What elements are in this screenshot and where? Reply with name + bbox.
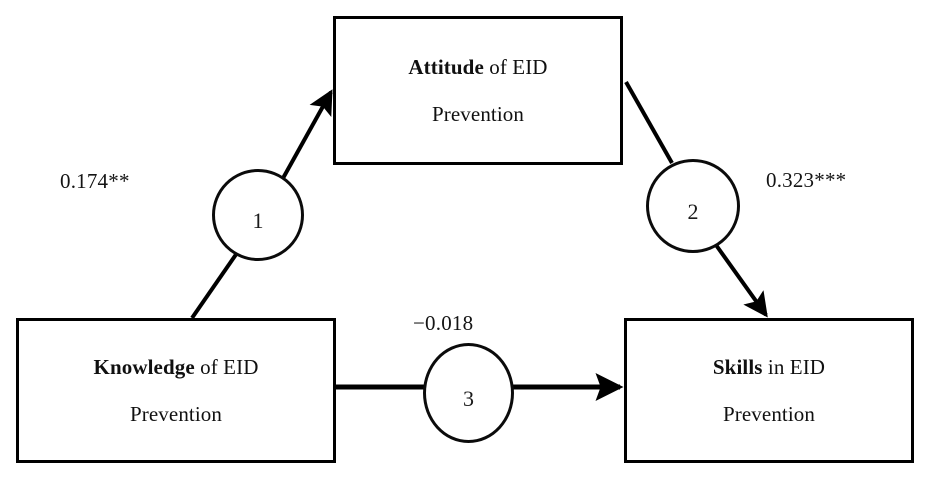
knowledge-node[interactable]: Knowledge of EID Prevention [16,318,336,463]
skills-node-line1: Skills in EID [712,354,826,379]
skills-node[interactable]: Skills in EID Prevention [624,318,914,463]
attitude-node-label-bold: Attitude [408,54,484,79]
path-marker-3-label: 3 [463,386,474,411]
path-marker-2-label: 2 [687,199,699,224]
path-marker-2[interactable]: 2 [646,159,740,253]
attitude-node-line1: Attitude of EID [408,54,548,79]
attitude-node[interactable]: Attitude of EID Prevention [333,16,623,165]
attitude-node-label-rest: of EID [483,54,548,79]
path3-coefficient: −0.018 [413,311,474,335]
knowledge-node-label-bold: Knowledge [93,354,195,379]
skills-node-label-rest: in EID [762,354,826,379]
path2-coefficient: 0.323*** [766,168,847,192]
path-marker-3[interactable]: 3 [423,343,514,443]
knowledge-node-line1: Knowledge of EID [93,354,259,379]
path-marker-1[interactable]: 1 [212,169,304,261]
path1-segment-upper [280,89,333,181]
attitude-node-line2: Prevention [432,101,524,126]
path1-coefficient: 0.174** [60,169,130,193]
knowledge-node-label-rest: of EID [194,354,259,379]
path1-segment-lower [190,251,239,320]
knowledge-node-line2: Prevention [130,401,222,426]
skills-node-label-bold: Skills [712,354,763,379]
skills-node-line2: Prevention [723,401,815,426]
path2-segment-lower [714,243,768,318]
path-marker-1-label: 1 [252,208,264,233]
path2-segment-upper [624,81,674,164]
